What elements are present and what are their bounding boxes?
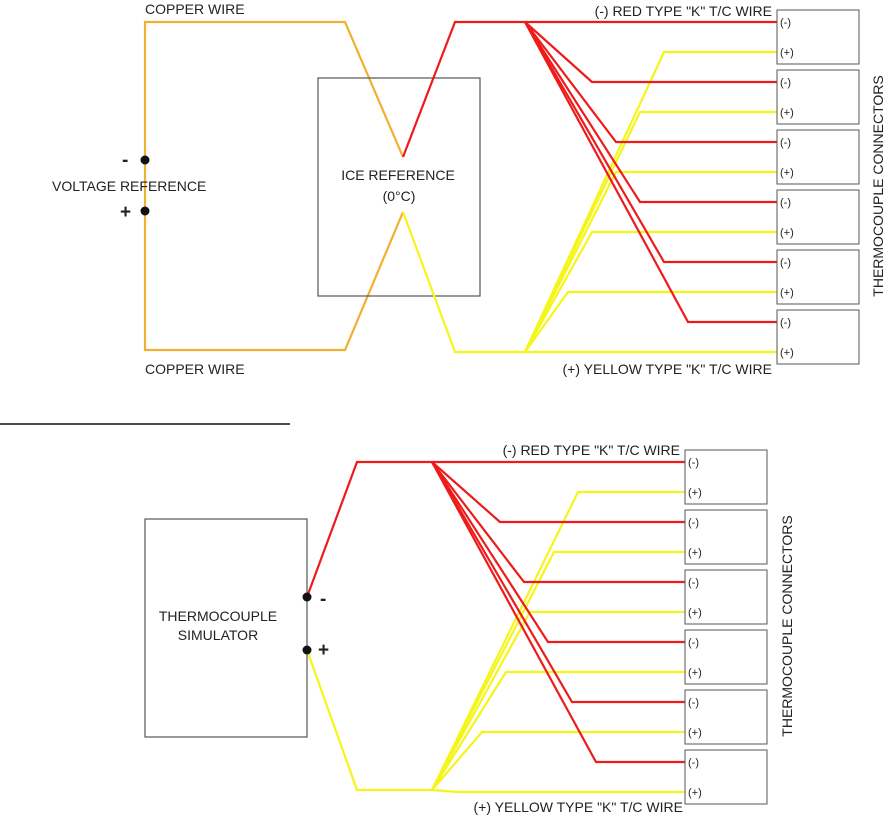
yellow-wire-branch <box>431 730 685 791</box>
connector-neg-terminal-label: (-) <box>780 257 791 269</box>
copper-wire-bottom <box>143 210 405 352</box>
connector-neg-terminal-label: (-) <box>688 577 699 589</box>
red-wire-branch <box>431 461 685 764</box>
voltage-reference-pos-terminal <box>140 206 150 216</box>
thermocouple-connector <box>684 509 768 565</box>
top-connector-stack: (-) (+) (-) (+) (-) (+) (-) (+) (-) (+) (-) (+) <box>776 9 860 365</box>
yellow-wire-label: (+) YELLOW TYPE "K" T/C WIRE <box>474 799 684 815</box>
connector-pos-terminal-label: (+) <box>688 667 702 679</box>
yellow-wire-branch <box>431 550 685 791</box>
thermocouple-connector <box>776 9 860 65</box>
yellow-wire-branch <box>431 670 685 791</box>
thermocouple-connector <box>776 129 860 185</box>
bottom-diagram: (-) (+) (-) (+) (-) (+) (-) (+) (-) (+) (-) (+) THE… <box>144 442 795 815</box>
red-wire-branch <box>431 461 685 704</box>
thermocouple-connector <box>776 189 860 245</box>
thermocouple-simulator-box <box>144 518 308 738</box>
simulator-neg-terminal <box>302 592 312 602</box>
copper-wire-top <box>143 20 405 210</box>
simulator-neg-sign: - <box>320 589 326 610</box>
thermocouple-connector <box>776 249 860 305</box>
red-wire-branch <box>524 21 777 84</box>
connector-pos-terminal-label: (+) <box>780 347 794 359</box>
red-wire-branch <box>524 21 777 204</box>
simulator-pos-terminal <box>302 645 312 655</box>
bottom-wire-fan <box>431 460 685 794</box>
connector-neg-terminal-label: (-) <box>780 77 791 89</box>
red-wire-trunk <box>305 460 432 598</box>
simulator-label: THERMOCOUPLE <box>159 608 277 624</box>
connector-neg-terminal-label: (-) <box>780 137 791 149</box>
connector-pos-terminal-label: (+) <box>688 607 702 619</box>
connector-neg-terminal-label: (-) <box>688 757 699 769</box>
yellow-wire-branch <box>524 230 777 353</box>
connector-pos-terminal-label: (+) <box>780 107 794 119</box>
thermocouple-connector <box>776 69 860 125</box>
connector-pos-terminal-label: (+) <box>688 787 702 799</box>
yellow-wire-trunk <box>401 211 525 354</box>
connector-pos-terminal-label: (+) <box>688 487 702 499</box>
red-wire-branch <box>524 21 777 264</box>
yellow-wire-branch <box>431 788 685 794</box>
connector-neg-terminal-label: (-) <box>780 317 791 329</box>
thermocouple-connector <box>684 569 768 625</box>
connector-pos-terminal-label: (+) <box>780 167 794 179</box>
thermocouple-connector <box>684 749 768 805</box>
yellow-wire-branch <box>524 50 777 353</box>
voltage-reference-pos-sign: + <box>120 202 131 223</box>
connector-pos-terminal-label: (+) <box>780 227 794 239</box>
yellow-wire-branch <box>431 490 685 791</box>
yellow-wire-branch <box>431 610 685 791</box>
red-wire-branch <box>431 461 685 524</box>
connector-pos-terminal-label: (+) <box>688 547 702 559</box>
ice-reference-label: ICE REFERENCE <box>341 167 455 183</box>
simulator-label-line2: SIMULATOR <box>178 627 258 643</box>
connector-neg-terminal-label: (-) <box>780 17 791 29</box>
red-wire-trunk <box>401 20 525 158</box>
connector-pos-terminal-label: (+) <box>780 47 794 59</box>
copper-wire-top-label: COPPER WIRE <box>145 1 245 17</box>
top-wire-fan <box>524 20 777 354</box>
bottom-connector-stack: (-) (+) (-) (+) (-) (+) (-) (+) (-) (+) (-) (+) <box>684 449 768 805</box>
yellow-wire-label: (+) YELLOW TYPE "K" T/C WIRE <box>563 361 773 377</box>
connector-neg-terminal-label: (-) <box>688 697 699 709</box>
connector-neg-terminal-label: (-) <box>780 197 791 209</box>
voltage-reference-neg-terminal <box>140 155 150 165</box>
red-wire-branch <box>524 21 777 144</box>
connectors-title: THERMOCOUPLE CONNECTORS <box>870 75 886 296</box>
yellow-wire-trunk <box>305 649 432 792</box>
thermocouple-connector <box>684 629 768 685</box>
yellow-wire-branch <box>524 170 777 353</box>
thermocouple-connector <box>684 449 768 505</box>
connector-neg-terminal-label: (-) <box>688 517 699 529</box>
connector-neg-terminal-label: (-) <box>688 457 699 469</box>
yellow-wire-branch <box>524 290 777 353</box>
voltage-reference-neg-sign: - <box>122 150 128 171</box>
red-wire-branch <box>431 461 685 584</box>
simulator-pos-sign: + <box>318 640 329 661</box>
red-wire-branch <box>431 461 685 644</box>
red-wire-label: (-) RED TYPE "K" T/C WIRE <box>595 3 772 19</box>
yellow-wire-branch <box>524 110 777 353</box>
ice-reference-temp-label: (0°C) <box>383 188 416 204</box>
thermocouple-connector <box>776 309 860 365</box>
thermocouple-connector <box>684 689 768 745</box>
connector-pos-terminal-label: (+) <box>688 727 702 739</box>
red-wire-label: (-) RED TYPE "K" T/C WIRE <box>503 442 680 458</box>
connector-neg-terminal-label: (-) <box>688 637 699 649</box>
voltage-reference-label: VOLTAGE REFERENCE <box>52 178 206 194</box>
copper-wire-bottom-label: COPPER WIRE <box>145 361 245 377</box>
connectors-title: THERMOCOUPLE CONNECTORS <box>779 515 795 736</box>
top-diagram: (-) (+) (-) (+) (-) (+) (-) (+) (-) (+) (-) (+) COP… <box>52 1 886 377</box>
connector-pos-terminal-label: (+) <box>780 287 794 299</box>
red-wire-branch <box>524 21 777 324</box>
ice-reference-box <box>317 77 481 297</box>
